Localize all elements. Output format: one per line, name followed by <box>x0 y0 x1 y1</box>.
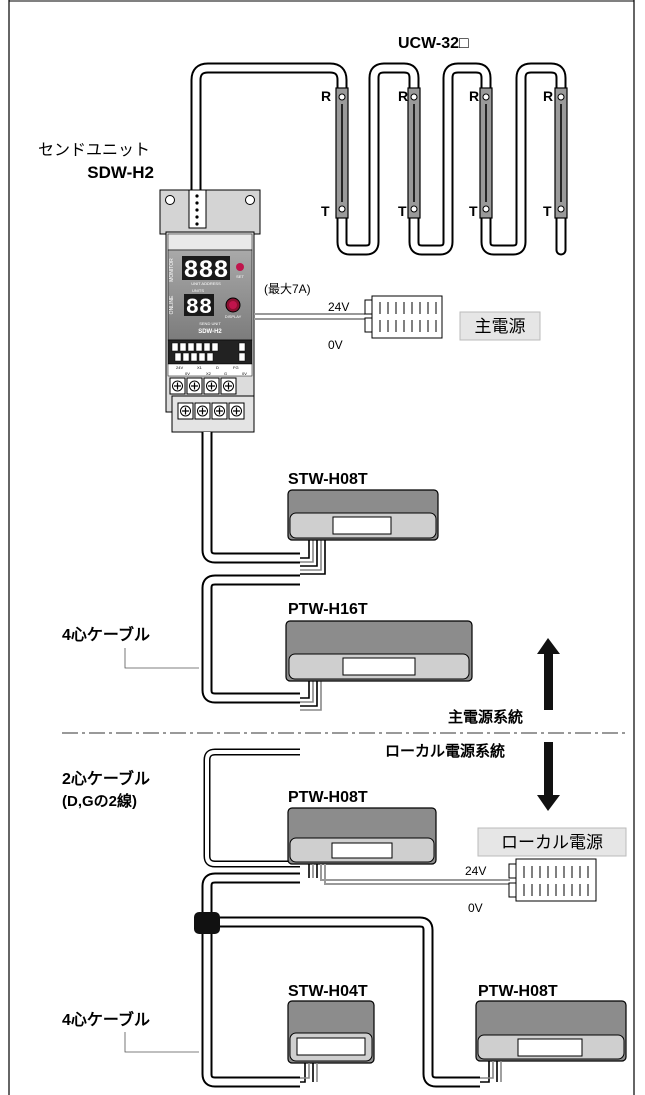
ucw-label: UCW-32□ <box>398 35 469 52</box>
main-trunk-cable <box>201 432 300 704</box>
max-current-label: (最大7A) <box>264 282 311 296</box>
ptw-h08t-label-b: PTW-H08T <box>478 983 558 1000</box>
svg-text:DISPLAY: DISPLAY <box>225 314 242 319</box>
svg-text:FG: FG <box>233 365 239 370</box>
ucw-unit-1 <box>335 87 349 219</box>
svg-text:24V: 24V <box>176 365 183 370</box>
svg-text:X1: X1 <box>197 365 203 370</box>
cable4-label-b: 4心ケーブル <box>62 1010 150 1029</box>
svg-text:G: G <box>224 371 227 376</box>
cable2-label: 2心ケーブル <box>62 769 150 788</box>
main-24v-label: 24V <box>328 300 349 314</box>
svg-text:SDW-H2: SDW-H2 <box>198 329 222 335</box>
svg-text:0V: 0V <box>242 371 247 376</box>
stw-h04t-label: STW-H04T <box>288 983 368 1000</box>
t-mark-2: T <box>398 203 407 219</box>
stw-h04t-wires <box>300 1063 318 1083</box>
local-power-label: ローカル電源 <box>501 833 603 852</box>
svg-text:D: D <box>216 365 219 370</box>
ucw-units <box>335 87 568 219</box>
bottom-trunk-cable <box>201 872 480 1088</box>
main-power-label-box <box>459 311 541 341</box>
cable4-label-a: 4心ケーブル <box>62 625 150 644</box>
up-arrow <box>537 638 560 710</box>
main-display <box>182 256 230 280</box>
ptw-h08t-a-wires <box>308 864 510 885</box>
sub-display-digits: 88 <box>186 295 212 320</box>
ptw-h16t-device <box>285 620 473 682</box>
svg-text:0V: 0V <box>185 371 190 376</box>
ucw-unit-2 <box>407 87 421 219</box>
main-0v-label: 0V <box>328 338 343 352</box>
serpentine-cable <box>190 62 567 256</box>
ptw-h08t-device-b <box>475 1000 627 1062</box>
r-mark-3: R <box>469 88 479 104</box>
cable2-note: (D,Gの2線) <box>62 792 137 810</box>
two-core-cable <box>203 748 300 868</box>
ptw-h08t-b-wires <box>480 1061 502 1083</box>
send-unit-label: センドユニット <box>38 142 150 159</box>
send-unit-model-label: SDW-H2 <box>87 163 154 182</box>
cable-junction <box>194 912 220 934</box>
local-0v-label: 0V <box>468 901 483 915</box>
stw-h08t-label: STW-H08T <box>288 471 368 488</box>
r-mark-1: R <box>321 88 331 104</box>
main-power-label: 主電源 <box>475 317 526 336</box>
local-power-supply <box>508 858 597 902</box>
monitor-label: MONITOR <box>169 258 175 282</box>
local-system-label: ローカル電源系統 <box>385 742 505 760</box>
r-mark-4: R <box>543 88 553 104</box>
ucw-unit-3 <box>479 87 493 219</box>
cable4-leader-b <box>124 1032 199 1053</box>
svg-text:SET: SET <box>236 274 244 279</box>
svg-text:UNIT ADDRESS: UNIT ADDRESS <box>191 281 221 286</box>
svg-text:SEND UNIT: SEND UNIT <box>199 321 221 326</box>
svg-text:X2: X2 <box>206 371 212 376</box>
local-24v-label: 24V <box>465 864 486 878</box>
ptw-h08t-label-a: PTW-H08T <box>288 789 368 806</box>
t-mark-1: T <box>321 203 330 219</box>
t-mark-4: T <box>543 203 552 219</box>
main-power-supply <box>364 295 443 339</box>
ucw-unit-4 <box>554 87 568 219</box>
local-power-label-box <box>477 827 627 857</box>
down-arrow <box>537 742 560 811</box>
stw-h04t-device <box>287 1000 375 1064</box>
set-button[interactable] <box>236 263 244 271</box>
svg-text:UNITS: UNITS <box>192 288 204 293</box>
stw-h08t-device <box>287 489 439 541</box>
svg-text:ONLINE: ONLINE <box>169 295 175 314</box>
t-mark-3: T <box>469 203 478 219</box>
device-wire-bundles <box>300 530 326 711</box>
main-power-wires <box>254 313 365 320</box>
ptw-h16t-label: PTW-H16T <box>288 601 368 618</box>
main-system-label: 主電源系統 <box>448 708 523 726</box>
ptw-h08t-device-a <box>287 807 437 865</box>
cable4-leader-a <box>124 648 199 669</box>
send-unit-device: 888 SET MONITOR UNIT ADDRESS UNITS 88 DI… <box>159 189 261 433</box>
sub-display <box>184 294 214 316</box>
r-mark-2: R <box>398 88 408 104</box>
main-display-digits: 888 <box>183 256 228 285</box>
